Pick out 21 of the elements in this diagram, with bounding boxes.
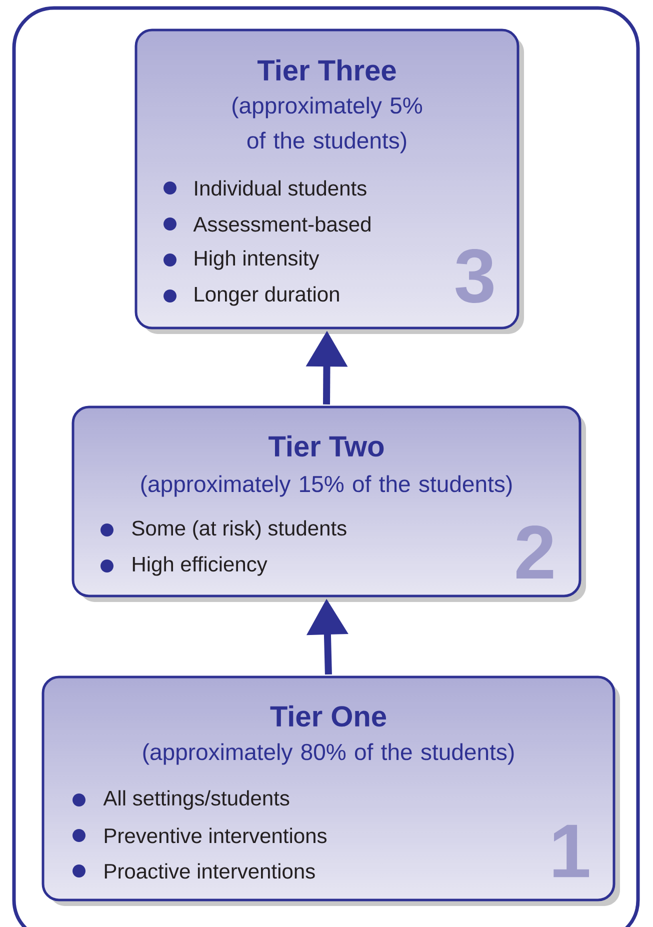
- tier-box: [72, 406, 586, 602]
- tier-title: Tier One: [270, 705, 386, 727]
- tier-title: Tier Two: [268, 435, 384, 457]
- tier-title: Tier Three: [257, 59, 396, 81]
- bullet-item: All settings/students: [72, 790, 290, 810]
- tier-box: [134, 28, 524, 334]
- tier-subtitle: (approximately 80% of the students): [143, 743, 514, 765]
- bullet-item: Longer duration: [164, 286, 339, 306]
- tier-box: [42, 676, 620, 906]
- bullet-item: High intensity: [164, 250, 320, 270]
- bullet-item: High efficiency: [100, 556, 268, 576]
- tier-number: 2: [516, 525, 554, 579]
- tier-number: 1: [554, 824, 589, 878]
- tier-number: 3: [456, 249, 494, 303]
- tier-subtitle: (approximately 5% of the students): [232, 96, 422, 154]
- bullet-item: Some (at risk) students: [100, 520, 346, 540]
- bullet-item: Individual students: [164, 180, 366, 196]
- bullet-item: Proactive interventions: [72, 863, 315, 879]
- tier-subtitle: (approximately 15% of the students): [141, 475, 512, 497]
- bullet-item: Preventive interventions: [72, 828, 326, 844]
- bullet-item: Assessment-based: [164, 216, 370, 232]
